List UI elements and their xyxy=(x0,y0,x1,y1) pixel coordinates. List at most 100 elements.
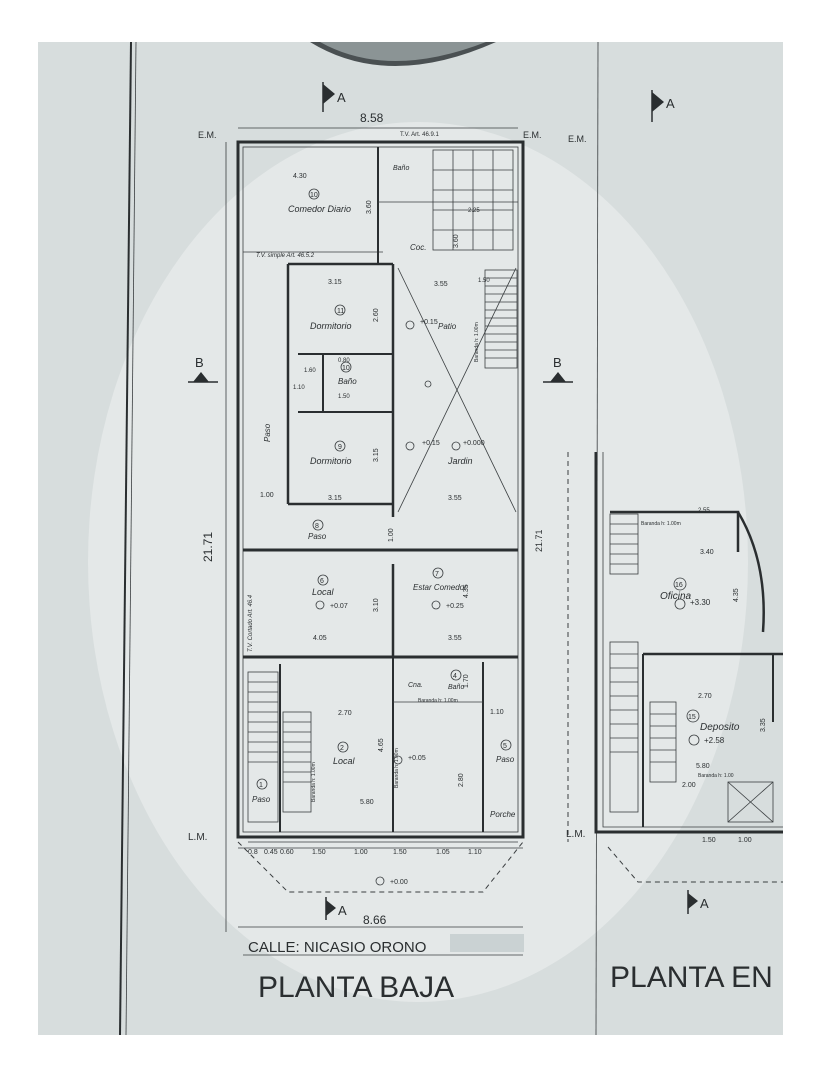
level-local-up: +0.07 xyxy=(330,603,348,610)
room-porche-name: Porche xyxy=(490,810,516,819)
kitchen-tile-grid xyxy=(432,149,514,251)
dim-h435u: 4.35 xyxy=(733,588,740,602)
dim-w405: 4.05 xyxy=(313,635,327,642)
bottom-dim-2: 0.60 xyxy=(280,849,294,856)
dim-h465: 4.65 xyxy=(378,738,385,752)
title-ground-floor: PLANTA BAJA xyxy=(258,971,454,1004)
section-marker-a-upper-bottom: A xyxy=(687,890,709,914)
room-cocina-small-name: Cna. xyxy=(408,682,423,689)
dim-w150: 1.50 xyxy=(478,278,490,284)
room-bano-small-name: Baño xyxy=(448,684,464,691)
room-paso-mid-num: 8 xyxy=(315,523,319,530)
level-marks: +0.15 +0.15 +0.000 +0.07 +0.25 +0.05 +0.… xyxy=(330,319,725,886)
bottom-dim-3: 1.50 xyxy=(312,849,326,856)
stair-front-left xyxy=(247,671,279,823)
dim-w580a: 5.80 xyxy=(360,799,374,806)
room-jardin-name: Jardin xyxy=(447,456,473,466)
em-label-right: E.M. xyxy=(523,130,542,140)
room-bano: 10 Baño xyxy=(338,361,357,386)
patio-drain xyxy=(424,380,432,388)
dim-h150: 1.50 xyxy=(338,394,350,400)
note-tv-simple: T.V. simple Art. 46.5.2 xyxy=(256,253,315,259)
room-bano-small-num: 4 xyxy=(453,673,457,680)
room-paso-left-name: Paso xyxy=(252,795,271,804)
dim-w255: 2.55 xyxy=(698,508,710,514)
room-dormitorio1-name: Dormitorio xyxy=(310,321,352,331)
depth-dim: 21.71 xyxy=(201,532,215,562)
title-upper-floor: PLANTA EN xyxy=(610,961,773,994)
section-b-right-label: B xyxy=(553,355,562,370)
level-street: +0.00 xyxy=(390,879,408,886)
dim-w270b: 2.70 xyxy=(698,693,712,700)
em-label-left: E.M. xyxy=(198,130,217,140)
room-paso-mid: 8 Paso xyxy=(308,519,327,541)
room-deposito-name: Deposito xyxy=(700,722,740,733)
bottom-dim-row: 0.8 0.45 0.60 1.50 1.00 1.50 1.05 1.10 xyxy=(248,849,482,856)
bottom-dim-0: 0.8 xyxy=(248,849,258,856)
front-sidewalk-outline xyxy=(237,841,524,893)
level-oficina: +3.30 xyxy=(690,598,711,607)
room-paso-right-num: 5 xyxy=(503,743,507,750)
level-local-main: +0.05 xyxy=(408,755,426,762)
section-a-top-label: A xyxy=(337,90,346,105)
stair-patio xyxy=(484,269,518,369)
dim-h080: 0.80 xyxy=(338,358,350,364)
room-local-main-num: 2 xyxy=(340,745,344,752)
dim-h315: 3.15 xyxy=(373,448,380,462)
dim-w315b: 3.15 xyxy=(328,495,342,502)
room-bano-name: Baño xyxy=(338,377,357,386)
room-bano-top-name: Baño xyxy=(393,165,409,172)
section-a-upper-label: A xyxy=(666,96,675,111)
room-paso-left-num: 1 xyxy=(259,782,263,789)
bottom-dim-7: 1.10 xyxy=(468,849,482,856)
dim-h280: 2.80 xyxy=(458,773,465,787)
section-marker-a-bottom: A xyxy=(325,897,347,920)
left-border-line-inner xyxy=(125,42,137,1035)
lm-label-right: L.M. xyxy=(566,829,585,840)
dim-w340: 3.40 xyxy=(700,549,714,556)
room-paso-side-name: Paso xyxy=(263,423,272,442)
level-estar: +0.25 xyxy=(446,603,464,610)
ground-floor-outer-wall xyxy=(236,140,525,839)
dim-h360a: 3.60 xyxy=(366,200,373,214)
room-comedor-num: 10 xyxy=(310,192,318,199)
ground-floor-inner-wall xyxy=(242,146,519,833)
level-deposito: +2.58 xyxy=(704,736,725,745)
note-tv-vertical: T.V. Cortado Art. 46.4 xyxy=(248,594,254,652)
room-dormitorio2-num: 9 xyxy=(338,444,342,451)
room-local-main: 2 Local xyxy=(333,741,356,766)
dim-w315a: 3.15 xyxy=(328,279,342,286)
room-oficina: 16 Oficina xyxy=(660,577,692,602)
room-deposito-num: 15 xyxy=(688,714,696,721)
room-oficina-num: 16 xyxy=(675,582,683,589)
level-jardin-b: +0.000 xyxy=(463,440,485,447)
section-a-bottom-label: A xyxy=(338,903,347,918)
dim-w580b: 5.80 xyxy=(696,763,710,770)
right-depth-dim: 21.71 xyxy=(534,529,544,552)
section-a-upper-bottom-label: A xyxy=(700,896,709,911)
room-cocina-name: Coc. xyxy=(410,243,426,252)
level-dorm1: +0.15 xyxy=(420,319,438,326)
room-dormitorio-1: 11 Dormitorio xyxy=(310,304,352,331)
floor-plan-drawing: A A 8.58 E.M. E.M. E.M. T.V. Art. 46.9.1 xyxy=(38,42,783,1035)
note-baranda-3: Baranda h: 1.00m xyxy=(394,748,400,788)
section-marker-b-left: B xyxy=(188,355,218,383)
dim-w110: 1.10 xyxy=(490,709,504,716)
lens-rim xyxy=(320,42,486,61)
dim-h160: 1.60 xyxy=(304,368,316,374)
room-estar: 7 Estar Comedor xyxy=(413,567,467,592)
dim-upper-bottom-0: 1.50 xyxy=(702,837,716,844)
paper-highlight xyxy=(88,122,748,1002)
dim-h100: 1.00 xyxy=(388,528,395,542)
room-local-upper: 6 Local xyxy=(312,574,335,597)
room-deposito: 15 Deposito xyxy=(686,709,740,733)
bottom-dim-4: 1.00 xyxy=(354,849,368,856)
stair-front-inner xyxy=(282,711,312,813)
section-marker-a-upper: A xyxy=(651,90,675,122)
dim-h110: 1.10 xyxy=(293,385,305,391)
room-comedor-name: Comedor Diario xyxy=(288,204,351,214)
note-tv-top: T.V. Art. 46.9.1 xyxy=(400,132,439,138)
room-local-main-name: Local xyxy=(333,756,356,766)
room-dormitorio-2: 9 Dormitorio xyxy=(310,440,352,466)
dim-w355a: 3.55 xyxy=(434,281,448,288)
